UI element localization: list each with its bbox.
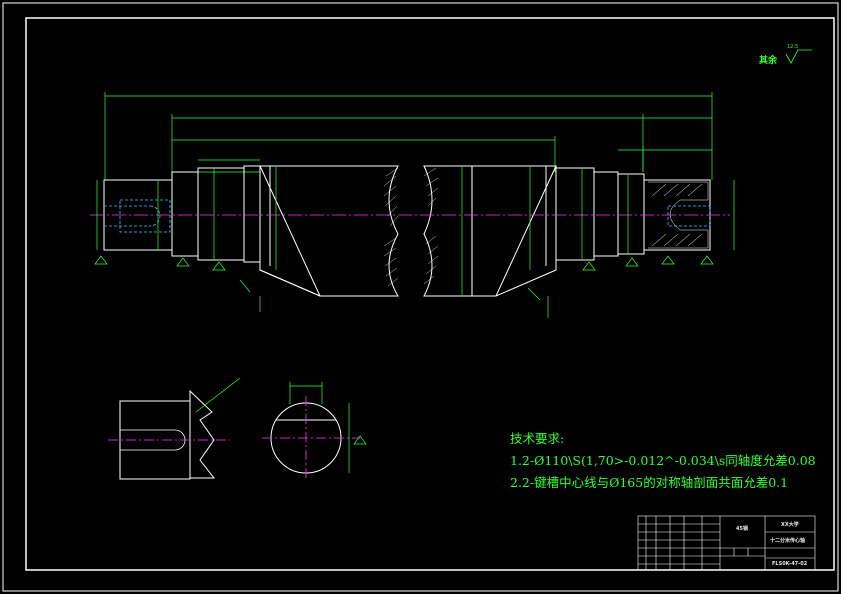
tech-req-title: 技术要求:: [510, 431, 565, 446]
right-end-section: [648, 181, 709, 249]
technical-requirements: 技术要求: 1.2-Ø110\S(1,70>-0.012^-0.034\s同轴度…: [510, 428, 816, 494]
title-block-company: XX大学: [781, 522, 799, 528]
title-block-drawing-number: FLS0K-47-02: [772, 561, 808, 567]
roughness-value: 12.5: [787, 44, 799, 50]
tech-req-item-1: 1.2-Ø110\S(1,70>-0.012^-0.034\s同轴度允差0.08: [510, 453, 816, 468]
shaft-main-view: [90, 92, 735, 318]
right-break-hatch: [423, 167, 439, 285]
keyway-detail-view: [108, 377, 241, 480]
right-keyway-hidden: [667, 205, 711, 227]
roughness-note-label: 其余: [759, 56, 778, 66]
diameter-dimensions: [96, 166, 735, 296]
shaft-body-right: [423, 165, 557, 297]
shaft-left-end: [103, 165, 261, 263]
datum-symbols: [94, 255, 714, 318]
overall-dimensions: [104, 92, 713, 180]
left-break-hatch: [383, 167, 399, 287]
title-block-part-name: 十二分米传心轴: [770, 538, 806, 544]
roughness-symbol: [785, 49, 812, 64]
left-keyway-hidden: [104, 199, 171, 233]
inner-frame: [25, 17, 835, 571]
section-view: [262, 382, 367, 480]
tech-req-item-2: 2.2-键槽中心线与Ø165的对称轴剖面共面允差0.1: [510, 475, 789, 490]
roughness-note: 其余: [759, 53, 777, 66]
shaft-body-left: [259, 165, 399, 297]
title-block: [637, 515, 816, 571]
title-block-material: 45钢: [736, 526, 748, 532]
